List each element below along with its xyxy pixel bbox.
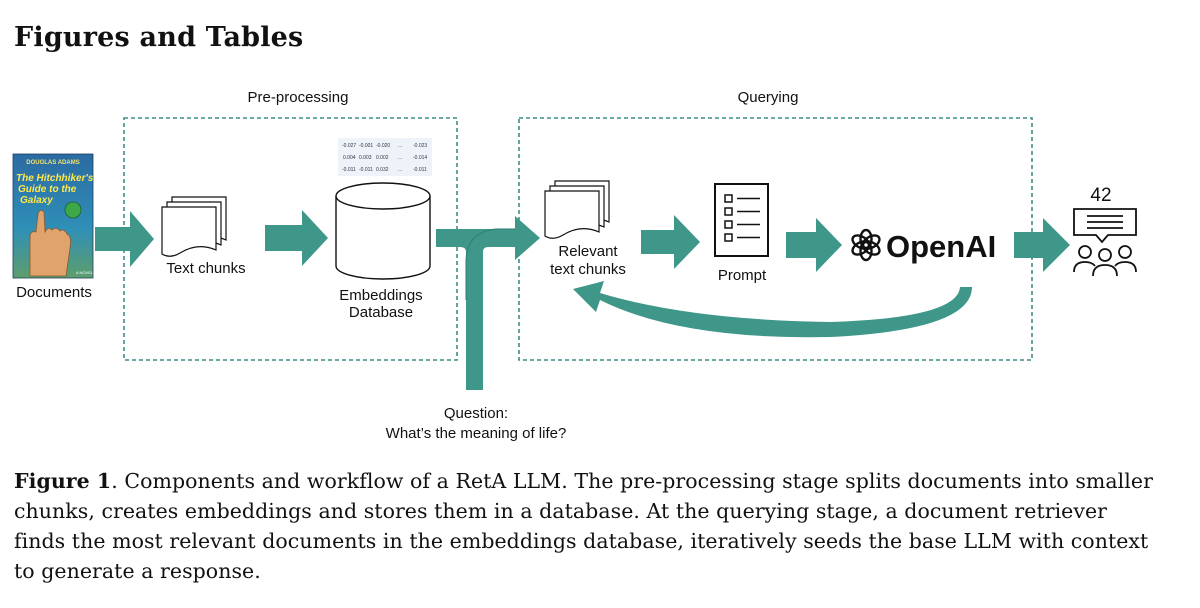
book-title-line1: The Hitchhiker's [16,173,94,184]
text-chunks-icon [161,196,227,257]
openai-label: OpenAI [886,229,996,264]
figure-caption: Figure 1. Components and workflow of a R… [14,466,1164,586]
book-cover-image: DOUGLAS ADAMS The Hitchhiker's Guide to … [12,153,94,279]
embedding-row1-v3: -0.020 [376,143,390,149]
embedding-row3-v2: -0.011 [359,167,373,173]
audience-icon [1073,245,1137,277]
planet-icon [64,201,82,219]
embedding-row3-v4: ... [398,167,402,173]
prompt-icon [714,183,769,257]
chat-bubble-icon [1073,208,1137,244]
embeddings-label-2: Database [349,304,413,321]
book-title-line2: Guide to the [18,184,77,195]
rag-workflow-diagram: Pre-processing Querying DOUGLAS ADAMS Th… [12,89,1137,442]
arrow-chunks-to-embeddings [265,210,328,266]
section-heading: Figures and Tables [14,22,304,53]
arrow-prompt-to-openai [786,218,842,272]
relevant-chunks-icon [544,180,610,239]
answer-label: 42 [1090,185,1111,206]
querying-title: Querying [738,89,799,106]
embedding-row1-v4: ... [398,143,402,149]
embedding-row1-v1: -0.027 [342,143,356,149]
embedding-row2-v2: 0.003 [359,155,372,161]
question-arrow-curve [465,228,515,300]
question-label-2: What’s the meaning of life? [386,425,567,442]
embedding-row2-v3: 0.002 [376,155,389,161]
thumbs-hand-icon [29,210,71,277]
figure-label: Figure 1 [14,469,112,493]
book-footer: A NOVEL [76,270,94,275]
embedding-row2-v4: ... [398,155,402,161]
relevant-label-1: Relevant [558,243,618,260]
question-label-1: Question: [444,405,508,422]
embedding-row3-v3: 0.032 [376,167,389,173]
openai-logo [851,228,881,262]
embedding-row1-v2: -0.001 [359,143,373,149]
relevant-label-2: text chunks [550,261,626,278]
book-author: DOUGLAS ADAMS [26,160,79,166]
embedding-values-table: -0.027 -0.001 -0.020 ... -0.023 0.004 0.… [338,138,432,176]
arrow-openai-to-users [1014,218,1070,272]
embedding-row3-v1: -0.011 [342,167,356,173]
text-chunks-label: Text chunks [166,260,245,277]
arrow-docs-to-chunks [95,211,154,267]
embedding-row2-v5: -0.014 [413,155,427,161]
embedding-row2-v1: 0.004 [343,155,356,161]
arrow-database-to-relevant [436,216,540,390]
prompt-label: Prompt [718,267,767,284]
preprocessing-title: Pre-processing [248,89,349,106]
embeddings-label-1: Embeddings [339,287,422,304]
figure-caption-text: . Components and workflow of a RetA LLM.… [14,469,1153,583]
embedding-row1-v5: -0.023 [413,143,427,149]
documents-label: Documents [16,284,92,301]
embedding-row3-v5: -0.011 [413,167,427,173]
book-title-line3: Galaxy [20,195,53,206]
arrow-relevant-to-prompt [641,215,700,269]
database-icon [335,182,431,280]
feedback-loop-arrow [573,281,972,338]
